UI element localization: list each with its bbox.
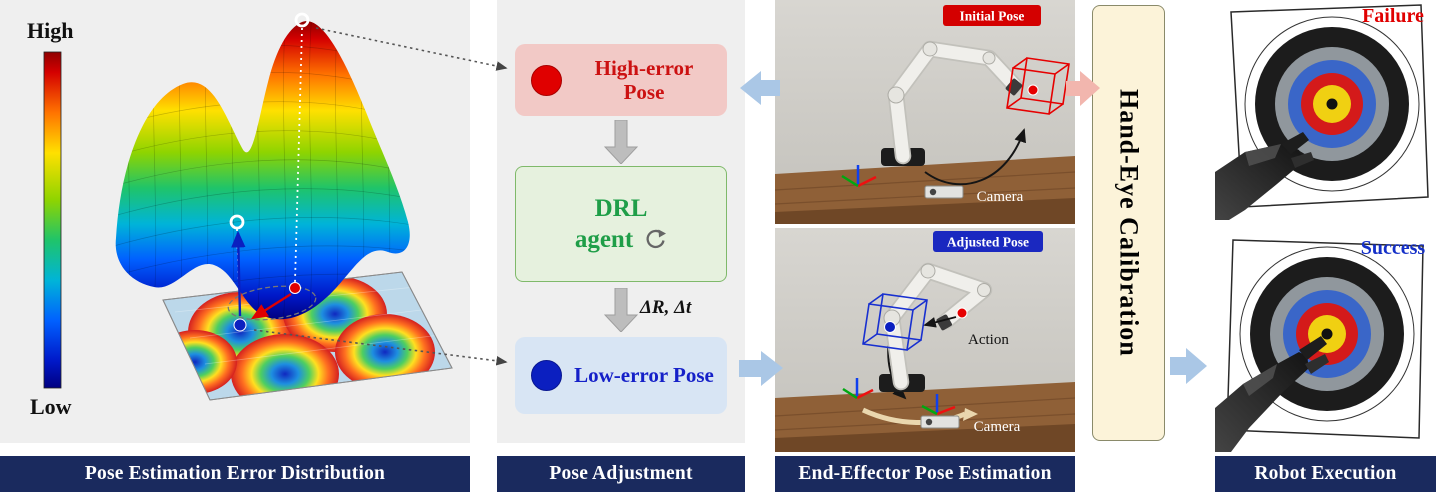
robot-arm [881,40,1023,166]
camera-label: Camera [974,419,1021,435]
flow-arrow-left-icon [740,71,780,105]
flow-arrow-success-icon [1170,348,1207,384]
peak-marker-icon [294,12,310,28]
low-error-pose-box: Low-error Pose [515,337,727,414]
initial-pose-photo: Camera Initial Pose [774,0,1076,224]
trajectory-arrow [924,128,1026,186]
down-arrow-icon [604,288,638,332]
high-error-point-icon [289,282,301,294]
high-error-pose-box: High-error Pose [515,44,727,116]
high-error-dot-icon [531,64,562,96]
error-move-arrow [250,292,292,320]
low-error-arrow [231,230,246,317]
low-error-dot-icon [531,360,562,391]
initial-pose-badge: Initial Pose [943,5,1041,26]
action-arrow [923,316,957,328]
action-label: Action [968,332,1009,348]
caption-robot-execution: Robot Execution [1215,456,1436,492]
robot-arm [879,262,993,392]
low-error-point-icon [233,318,247,332]
error-distribution-panel: High Low [0,0,470,443]
colorbar-low-label: Low [30,394,72,419]
success-label: Success [1361,237,1426,259]
caption-pose-estimation: End-Effector Pose Estimation [775,456,1075,492]
camera-axes-triad-icon [921,394,956,416]
camera-label: Camera [977,189,1024,205]
axes-triad-icon [841,165,877,188]
adjust-region-ellipse [227,285,317,321]
low-error-pose-label: Low-error Pose [574,363,714,388]
camera-device [924,185,964,199]
robot-gripper [1215,336,1329,452]
pose-point-blue-icon [884,321,896,333]
hand-eye-calibration-label: Hand-Eye Calibration [1114,89,1144,357]
adjusted-pose-badge: Adjusted Pose [933,231,1043,252]
drl-label-line2: agent [574,226,634,253]
failure-target: Failure [1215,0,1436,220]
high-error-pose-label: High-error Pose [594,55,694,104]
pose-cube-blue [862,293,928,351]
high-projection-line [294,27,303,283]
pose-cube-red [1006,57,1070,115]
failure-label: Failure [1362,5,1424,27]
action-point-red-icon [956,307,968,319]
caption-error-distribution: Pose Estimation Error Distribution [0,456,470,492]
colorbar-high-label: High [27,18,73,43]
down-arrow-icon [604,120,638,164]
colorbar [43,51,62,389]
initial-pose-badge-label: Initial Pose [960,9,1025,24]
success-target: Success [1215,232,1436,452]
valley-marker-icon [229,214,245,230]
drl-label-line1: DRL [594,194,648,222]
axes-triad-icon [842,378,874,400]
robot-gripper [1215,132,1314,220]
base-swoosh-head [963,408,978,421]
error-surface-plot: High Low [27,12,453,419]
drl-agent-box: DRL agent [515,166,727,282]
adjusted-pose-photo: Action Camera Adjusted Pose [774,228,1076,452]
delta-rt-label: ΔR, Δt [640,297,692,318]
refresh-icon [646,229,667,248]
hand-eye-calibration-box: Hand-Eye Calibration [1092,5,1165,441]
pose-point-red-icon [1027,84,1039,96]
adjusted-pose-badge-label: Adjusted Pose [947,235,1029,250]
camera-device [920,415,960,429]
pose-adjustment-panel: High-error Pose DRL agent ΔR, Δt Low-err… [497,0,745,443]
caption-pose-adjustment: Pose Adjustment [497,456,745,492]
